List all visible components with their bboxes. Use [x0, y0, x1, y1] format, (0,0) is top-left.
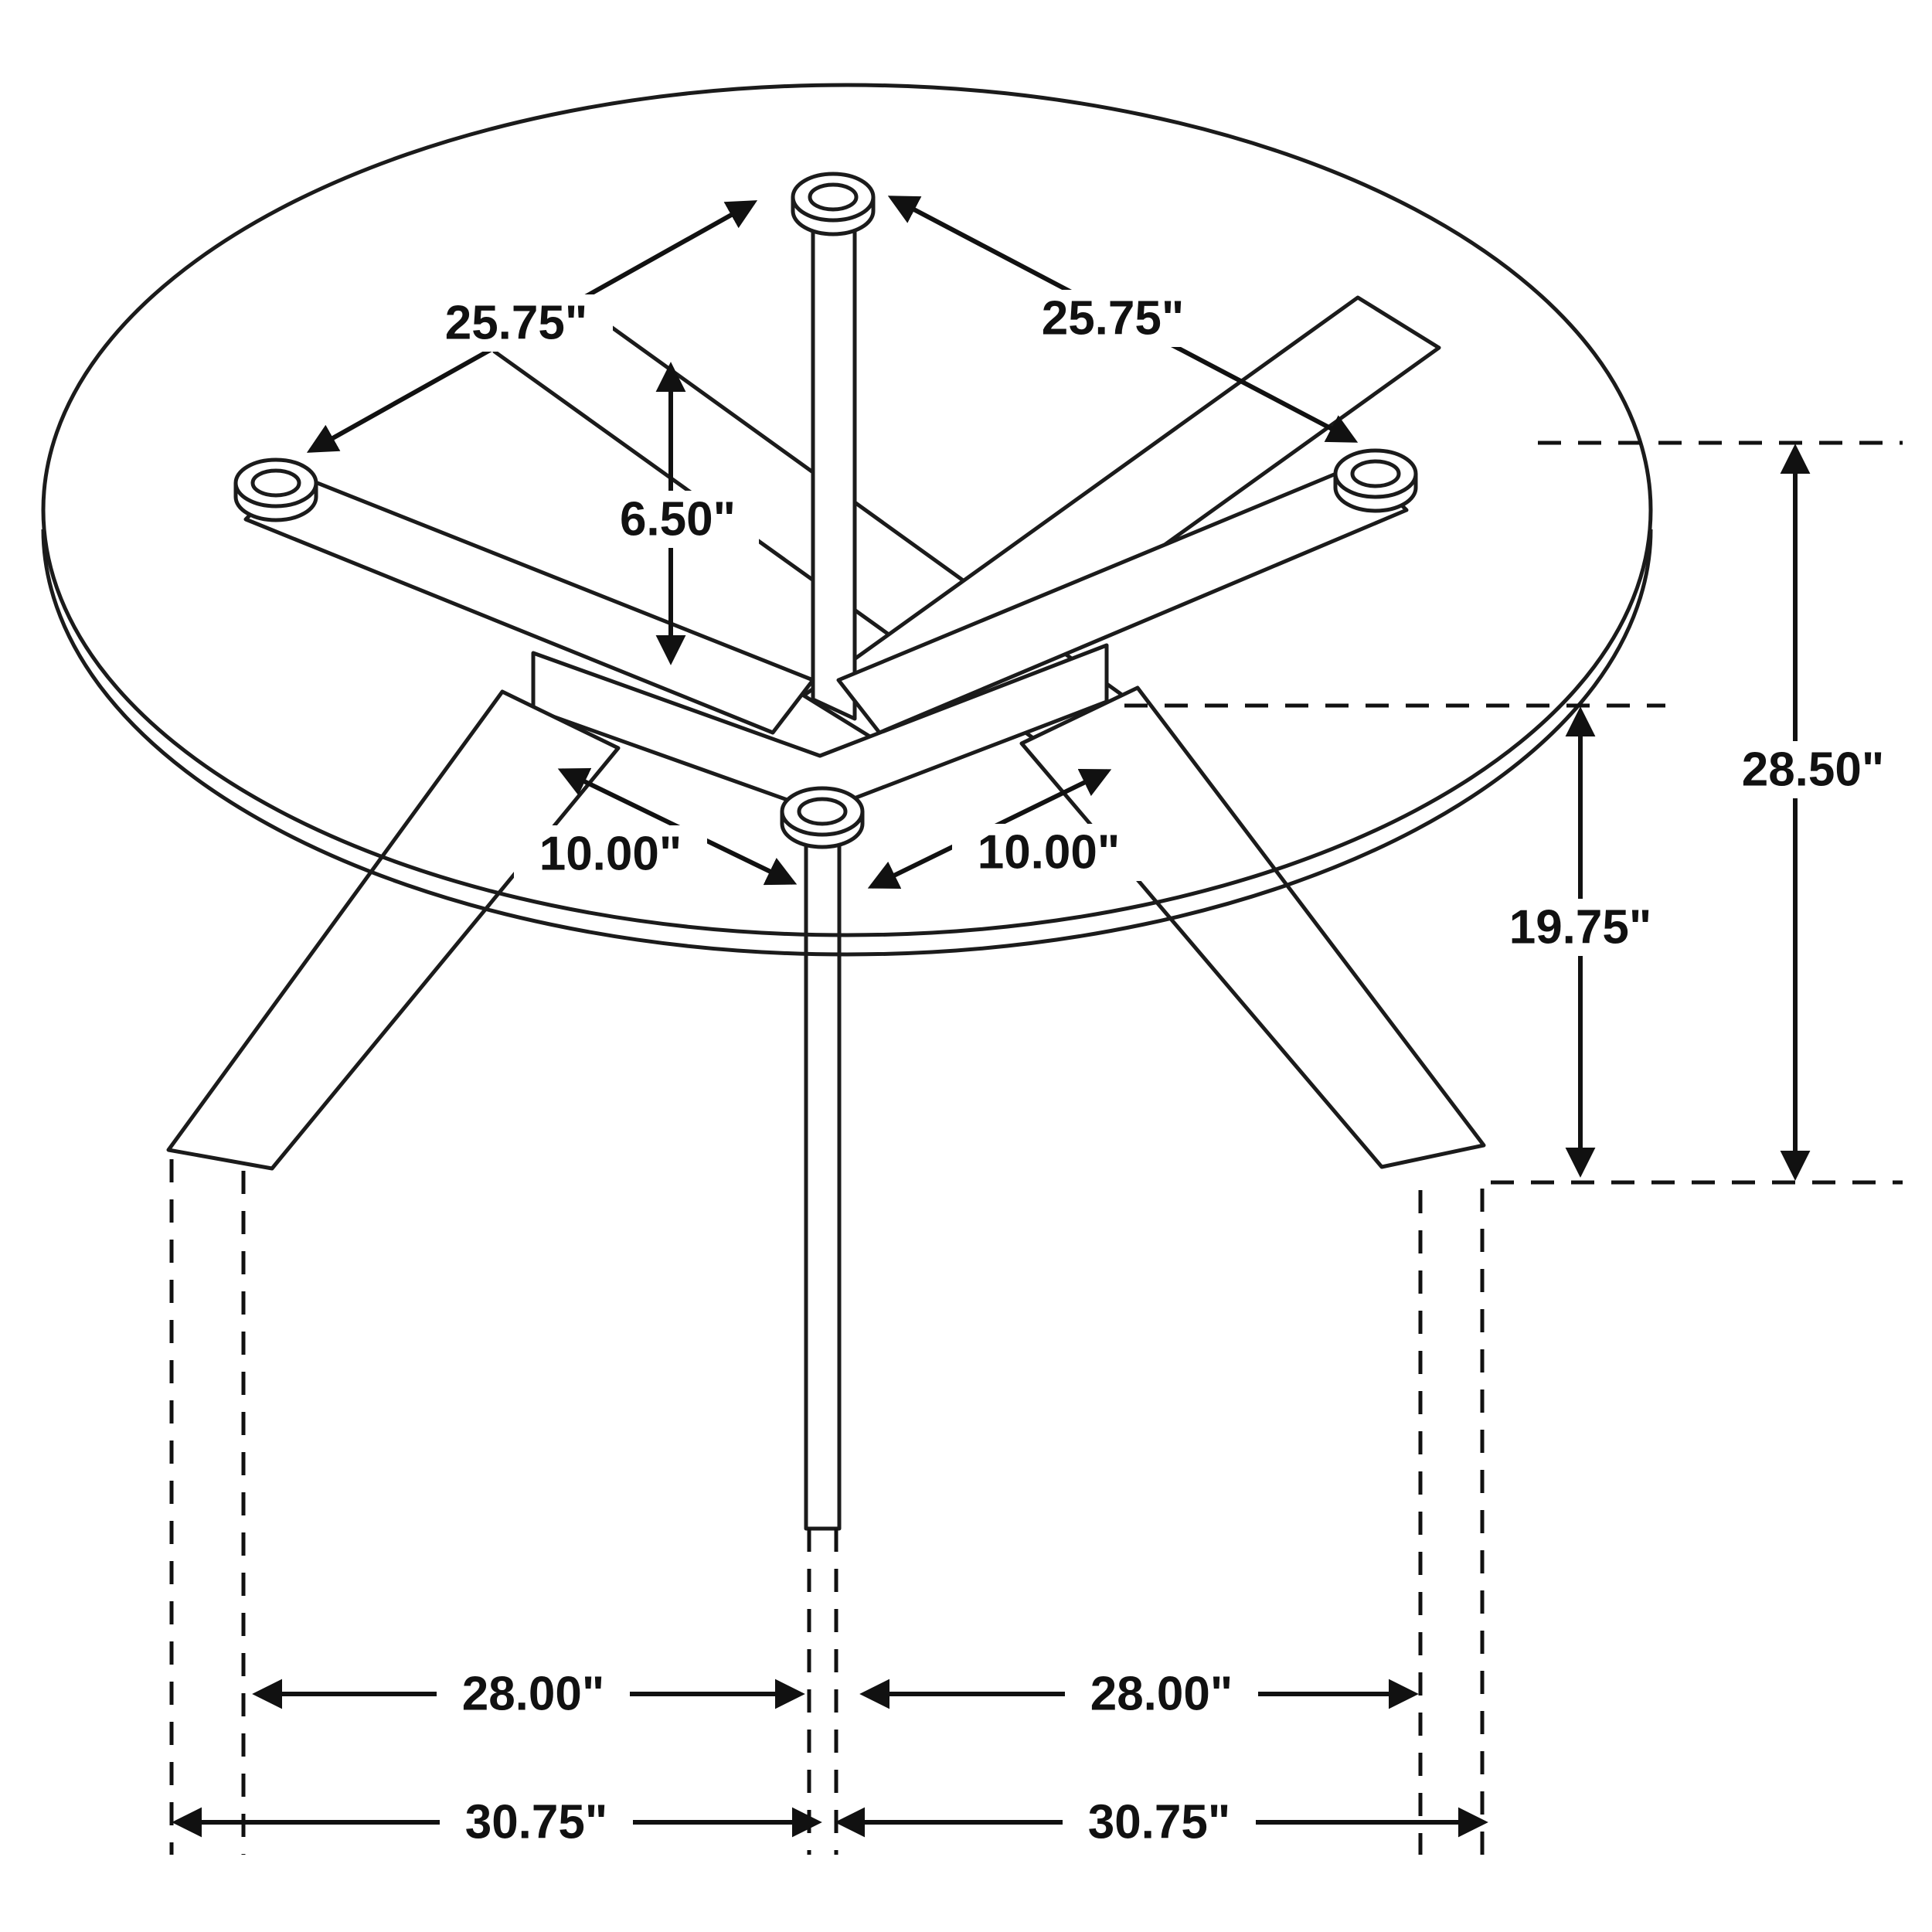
right-leg [1019, 685, 1486, 1169]
svg-text:19.75": 19.75" [1509, 901, 1652, 954]
svg-text:28.00": 28.00" [1090, 1668, 1233, 1721]
svg-text:10.00": 10.00" [978, 826, 1121, 879]
dim-label-base-drop: 6.50" [597, 491, 759, 548]
glass-edge-arc [41, 529, 1653, 957]
extension-line-left-foot [169, 1159, 246, 1855]
dim-label-overall-height: 28.50" [1716, 741, 1910, 798]
dim-label-footprint-outer-left: 30.75" [440, 1794, 633, 1851]
svg-text:10.00": 10.00" [539, 828, 682, 881]
dim-label-spread-left: 10.00" [514, 825, 707, 883]
dim-label-top-left-diagonal: 25.75" [420, 294, 613, 352]
extension-line-center-leg [807, 1529, 838, 1855]
glass-top-ellipse [41, 83, 1653, 937]
dim-label-leg-height: 19.75" [1484, 899, 1677, 956]
center-post [811, 214, 857, 721]
dim-label-footprint-outer-right: 30.75" [1063, 1794, 1256, 1851]
svg-text:25.75": 25.75" [445, 297, 588, 350]
pad-left [233, 457, 318, 522]
left-leg [166, 689, 621, 1171]
dim-label-spread-right: 10.00" [952, 824, 1145, 881]
svg-text:30.75": 30.75" [1088, 1796, 1231, 1849]
pad-front [780, 786, 865, 849]
svg-text:6.50": 6.50" [620, 493, 736, 546]
dim-label-footprint-inner-right: 28.00" [1065, 1665, 1258, 1723]
pad-top [791, 172, 876, 236]
pad-right [1333, 448, 1418, 513]
dim-label-top-right-diagonal: 25.75" [1016, 290, 1209, 347]
svg-text:30.75": 30.75" [465, 1796, 608, 1849]
svg-text:28.50": 28.50" [1742, 743, 1885, 797]
extension-line-right-foot [1418, 1189, 1485, 1855]
svg-text:28.00": 28.00" [462, 1668, 605, 1721]
dim-label-footprint-inner-left: 28.00" [437, 1665, 630, 1723]
svg-text:25.75": 25.75" [1042, 292, 1185, 345]
